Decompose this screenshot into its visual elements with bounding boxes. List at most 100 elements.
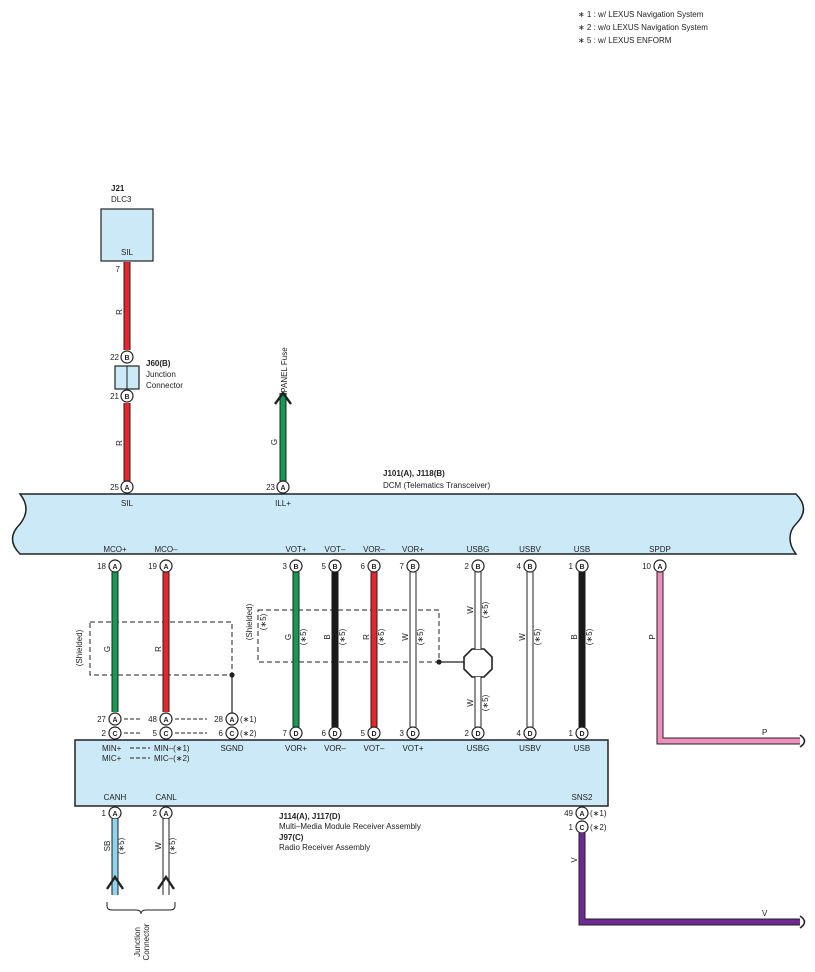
dcm-panel <box>11 493 805 555</box>
shield-box-mic <box>89 621 233 676</box>
lower-panel-labels: MIN+ MIC+ MIN–(∗1) MIC–(∗2) SGND VOR+ VO… <box>102 744 593 802</box>
lower-name-1: Multi–Media Module Receiver Assembly <box>279 822 421 831</box>
dcm-conn-mcom: A 19 <box>148 559 173 573</box>
lower-bottom-pin-49: 49 <box>564 809 573 818</box>
lower-bottom-pin-2: 2 <box>153 809 158 818</box>
wire-star5-usbg-lower: (∗5) <box>481 694 490 711</box>
svg-text:C: C <box>229 731 234 738</box>
dcm-pin-mcop-label: MCO+ <box>103 545 127 554</box>
dcm-ill-pin: 23 <box>266 483 275 492</box>
label-vorp: VOR+ <box>285 744 307 753</box>
spdp-continuation-icon <box>799 734 806 748</box>
wire-star5-vorm: (∗5) <box>377 628 386 645</box>
canl-arrow-icon <box>157 874 175 890</box>
svg-text:10: 10 <box>642 562 651 571</box>
lower-pin-1d: 1 <box>569 729 574 738</box>
label-micp: MIC+ <box>102 754 122 763</box>
label-usb: USB <box>574 744 590 753</box>
svg-text:D: D <box>332 731 337 738</box>
multimedia-receiver-panel <box>74 739 609 807</box>
multimedia-receiver-title: J114(A), J117(D) Multi–Media Module Rece… <box>279 812 421 852</box>
svg-text:D: D <box>371 731 376 738</box>
svg-text:D: D <box>410 731 415 738</box>
svg-text:A: A <box>163 564 168 571</box>
wire-ill: PANEL Fuse G <box>270 347 292 481</box>
svg-text:D: D <box>527 731 532 738</box>
label-canl: CANL <box>155 793 177 802</box>
lower-top-connectors: A 27 C 2 A 48 C 5 A 28 (∗1) C 6 (∗2) D 7… <box>97 712 589 740</box>
sns2-wire: V V <box>570 833 806 929</box>
wire-color-g-votp: G <box>284 634 293 640</box>
svg-text:6: 6 <box>361 562 366 571</box>
lower-name-2: Radio Receiver Assembly <box>279 843 370 852</box>
can-wires: SB (∗5) W (∗5) Junction Connector <box>103 819 177 960</box>
svg-text:B: B <box>410 564 415 571</box>
dcm-pin-votm-label: VOT– <box>325 545 346 554</box>
label-votp: VOT+ <box>402 744 423 753</box>
dcm-pin-usb-label: USB <box>574 545 590 554</box>
lower-pin-6-star2: (∗2) <box>240 729 257 738</box>
dcm-top-connectors: J101(A), J118(B) DCM (Telematics Transce… <box>110 469 490 494</box>
shield-junction-dot-mic <box>229 672 235 678</box>
lower-pin-6: 6 <box>219 729 224 738</box>
lower-ids-2: J97(C) <box>279 833 304 842</box>
j60-name-2: Connector <box>146 381 183 390</box>
lower-bottom-pin-49-star1: (∗1) <box>590 809 607 818</box>
wire-color-r-mcom: R <box>154 646 163 652</box>
j60-letter-top: B <box>124 355 129 362</box>
shield-label-audio: (Shielded) <box>245 603 254 640</box>
svg-text:C: C <box>112 731 117 738</box>
svg-text:A: A <box>657 564 662 571</box>
canh-arrow-icon <box>106 874 124 890</box>
shield-box-audio <box>257 609 440 663</box>
lower-bottom-pin-1: 1 <box>102 809 107 818</box>
lower-pin-5d: 5 <box>361 729 366 738</box>
svg-text:B: B <box>475 564 480 571</box>
lower-pin-2a: 2 <box>102 729 107 738</box>
wire-star5-usb: (∗5) <box>585 628 594 645</box>
j21-dlc3: J21 DLC3 SIL 7 <box>100 184 154 274</box>
dcm-conn-vorp: B 7 <box>400 559 420 573</box>
wire-sil-upper: R <box>115 262 131 350</box>
mid-wires: G R G (∗5) B (∗5) R (∗5) W (∗5) W (∗5) W… <box>103 572 806 748</box>
dcm-conn-usb: B 1 <box>569 559 589 573</box>
svg-text:19: 19 <box>148 562 157 571</box>
svg-text:A: A <box>112 717 117 724</box>
wire-color-b-votm: B <box>323 634 332 639</box>
wire-color-sb: SB <box>103 841 112 852</box>
lower-bottom-pin-1c: 1 <box>569 823 574 832</box>
dcm-bottom-connectors: A 18 A 19 B 3 B 5 B 6 B 7 <box>97 559 667 573</box>
wire-color-v-vertical: V <box>570 857 579 863</box>
wire-color-w-usbg-lower: W <box>466 699 475 707</box>
usb-ground-junction-icon <box>463 648 493 678</box>
dcm-conn-votp: B 3 <box>283 559 303 573</box>
dcm-name: DCM (Telematics Transceiver) <box>383 481 490 490</box>
wire-color-r-vorm: R <box>362 634 371 640</box>
j21-box <box>100 208 154 262</box>
dcm-ill-label: ILL+ <box>275 499 291 508</box>
dcm-pin-usbv-label: USBV <box>519 545 541 554</box>
wire-star5-sb: (∗5) <box>117 837 126 854</box>
dcm-pin-vorp-label: VOR+ <box>402 545 424 554</box>
svg-text:A: A <box>163 717 168 724</box>
notes-legend: ∗ 1 : w/ LEXUS Navigation System ∗ 2 : w… <box>578 10 708 45</box>
label-vorm: VOR– <box>324 744 346 753</box>
svg-text:A: A <box>112 811 117 818</box>
lower-pin-6d: 6 <box>322 729 327 738</box>
label-usbv: USBV <box>519 744 541 753</box>
label-minp: MIN+ <box>102 744 122 753</box>
svg-text:B: B <box>293 564 298 571</box>
svg-text:A: A <box>163 811 168 818</box>
j60-junction-connector: B 22 B 21 J60(B) Junction Connector <box>110 350 183 403</box>
svg-text:B: B <box>579 564 584 571</box>
shield-star5-audio: (∗5) <box>259 613 268 630</box>
lower-pin-3: 3 <box>400 729 405 738</box>
lower-pin-5a: 5 <box>153 729 158 738</box>
wire-color-r-upper: R <box>115 309 124 315</box>
panel-fuse-label: PANEL Fuse <box>280 347 289 393</box>
j60-pin-top: 22 <box>110 353 119 362</box>
dcm-conn-votm: B 5 <box>322 559 342 573</box>
dcm-pin-mcom-label: MCO– <box>154 545 178 554</box>
wire-star5-vorp: (∗5) <box>416 628 425 645</box>
